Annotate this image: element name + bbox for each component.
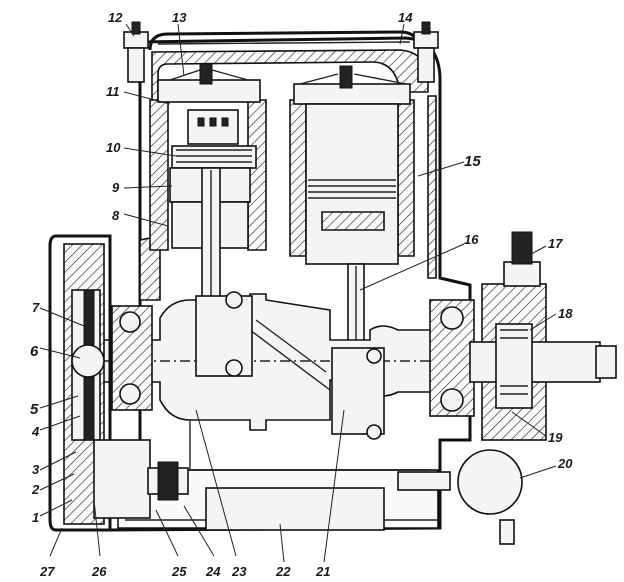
label-17: 17 <box>548 236 563 251</box>
label-26: 26 <box>91 564 107 579</box>
label-9: 9 <box>112 180 120 195</box>
label-14: 14 <box>398 10 413 25</box>
label-25: 25 <box>171 564 187 579</box>
label-5: 5 <box>30 401 39 418</box>
cover-bolts <box>123 21 439 83</box>
right-main-bearing <box>429 299 475 417</box>
label-13: 13 <box>172 10 187 25</box>
oil-filter <box>397 449 523 545</box>
label-19: 19 <box>548 430 563 445</box>
oil-sump <box>189 420 430 531</box>
label-2: 2 <box>31 482 40 497</box>
label-24: 24 <box>205 564 221 579</box>
part-number-labels: 1 2 3 4 5 6 7 8 9 10 11 12 13 14 15 16 1… <box>30 10 573 579</box>
label-18: 18 <box>558 306 573 321</box>
leader-lines <box>39 23 557 563</box>
label-1: 1 <box>32 510 39 525</box>
label-20: 20 <box>557 456 573 471</box>
label-4: 4 <box>31 424 40 439</box>
label-22: 22 <box>275 564 291 579</box>
left-main-bearing <box>111 305 153 411</box>
label-12: 12 <box>108 10 123 25</box>
label-16: 16 <box>464 232 479 247</box>
crankshaft <box>79 291 600 440</box>
label-10: 10 <box>106 140 121 155</box>
label-6: 6 <box>30 343 39 360</box>
front-flange-assembly <box>48 234 151 532</box>
label-8: 8 <box>112 208 120 223</box>
label-27: 27 <box>39 564 55 579</box>
label-15: 15 <box>464 153 481 170</box>
label-7: 7 <box>32 300 40 315</box>
output-shaft-assembly <box>469 231 617 441</box>
label-11: 11 <box>106 84 120 99</box>
drain-plug <box>147 461 189 501</box>
label-23: 23 <box>231 564 247 579</box>
label-3: 3 <box>32 462 40 477</box>
label-21: 21 <box>315 564 330 579</box>
right-cylinder <box>289 65 415 265</box>
